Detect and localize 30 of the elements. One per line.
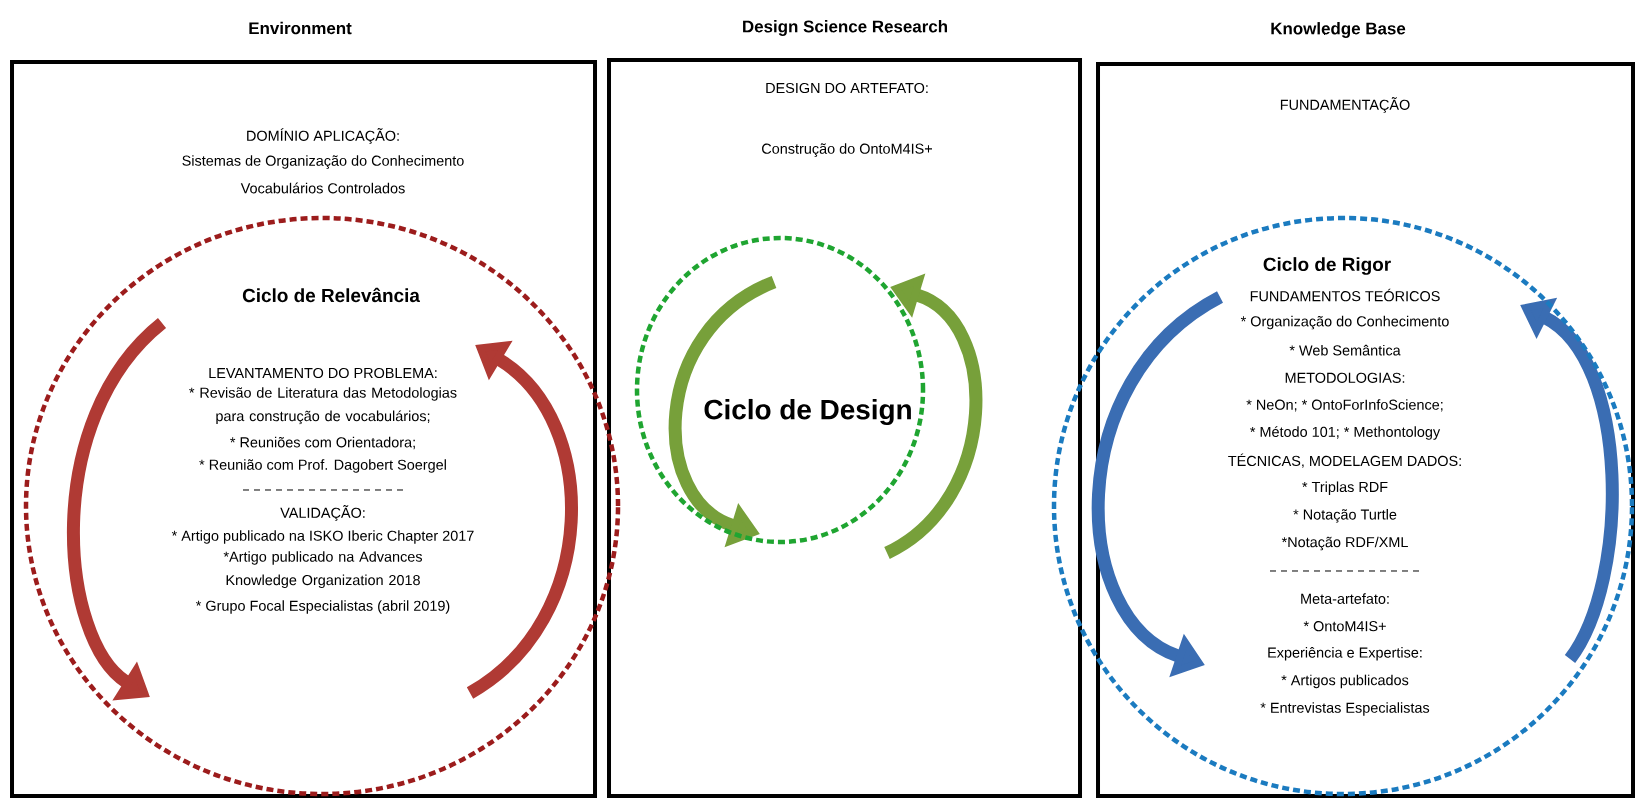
node-label: * Web Semântica	[1289, 344, 1401, 356]
node-label: * Artigo publicado na ISKO Iberic Chapter 2017	[171, 530, 474, 544]
node-label: *Notação RDF/XML	[1281, 536, 1408, 551]
node-label: VALIDAÇÃO:	[280, 505, 365, 521]
panel-heading: Environment	[249, 21, 352, 35]
node-label: * Entrevistas Especialistas	[1260, 702, 1430, 716]
node-label: Meta-artefato:	[1301, 593, 1389, 604]
node-label: TÉCNICAS, MODELAGEM DADOS:	[1228, 453, 1461, 468]
node-label: * OntoM4IS+	[1303, 621, 1386, 632]
node-label: FUNDAMENTOS TEÓRICOS	[1250, 288, 1440, 302]
node-label: DESIGN DO ARTEFATO:	[766, 82, 928, 94]
node-label: LEVANTAMENTO DO PROBLEMA:	[209, 367, 437, 379]
node-label: * Organização do Conhecimento	[1240, 315, 1449, 330]
node-label: * Reunião com Prof. Dagobert Soergel	[199, 459, 446, 473]
node-label: * Notação Turtle	[1293, 509, 1397, 523]
node-label: * Grupo Focal Especialistas (abril 2019)	[195, 600, 450, 614]
node-label: * Artigos publicados	[1281, 674, 1409, 689]
node-label: Construção do OntoM4IS+	[762, 143, 932, 157]
node-label: * Método 101; * Methontology	[1250, 426, 1441, 440]
node-label: Ciclo de Rigor	[1263, 257, 1391, 275]
panel-heading: Knowledge Base	[1271, 22, 1406, 38]
node-label: METODOLOGIAS:	[1285, 372, 1405, 383]
panel-heading: Design Science Research	[743, 20, 947, 36]
node-label: Ciclo de Relevância	[242, 287, 421, 303]
node-label: *Artigo publicado na Advances Knowledge Organization 2018	[223, 551, 423, 589]
node-label: Experiência e Expertise:	[1268, 647, 1422, 661]
node-label: * Reuniões com Orientadora;	[230, 436, 415, 450]
node-label: * Revisão de Literatura das Metodologias para construção de vocabulários;	[189, 387, 457, 425]
node-label: * NeOn; * OntoForInfoScience;	[1246, 399, 1443, 412]
node-label: * Triplas RDF	[1302, 481, 1388, 495]
